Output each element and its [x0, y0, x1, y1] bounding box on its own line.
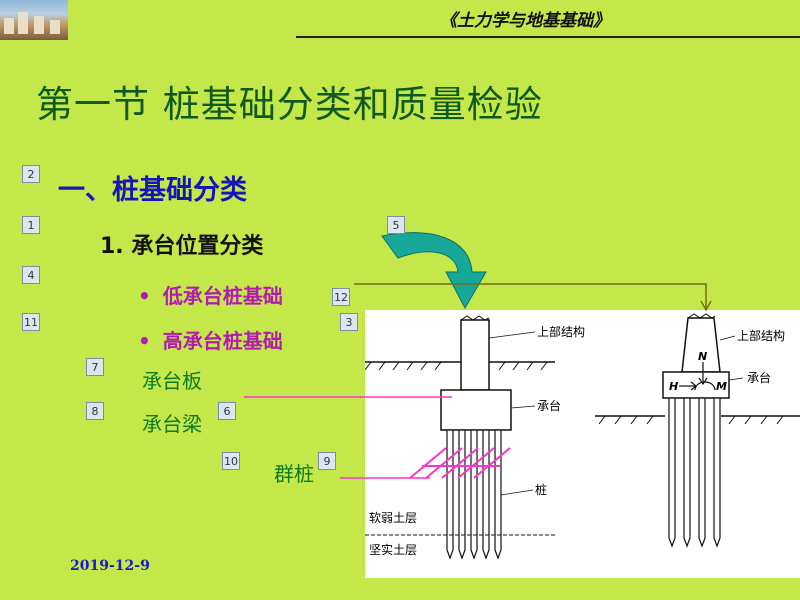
term-cap-beam: 承台梁: [142, 412, 202, 436]
animation-marker[interactable]: 6: [218, 402, 236, 420]
animation-marker[interactable]: 10: [222, 452, 240, 470]
ground-hatch-right: [598, 415, 784, 425]
label-pile: 桩: [535, 482, 547, 497]
header-divider: [296, 36, 800, 38]
animation-marker[interactable]: 12: [332, 288, 350, 306]
animation-marker[interactable]: 8: [86, 402, 104, 420]
label-force-n: N: [698, 350, 707, 363]
connector-arrowhead: [700, 300, 712, 312]
animation-marker[interactable]: 9: [318, 452, 336, 470]
label-soft-layer: 软弱土层: [369, 511, 417, 525]
label-hard-layer: 坚实土层: [369, 542, 417, 557]
bullet-text: 低承台桩基础: [162, 284, 283, 308]
pile-foundation-figure: 上部结构 承台 桩 软弱土层 坚实土层 上部结构 承台 N H M: [364, 310, 800, 578]
column-left: [460, 319, 490, 391]
label-force-h: H: [669, 380, 678, 393]
moment-m-arrow: [694, 381, 716, 391]
slide-date: 2019-12-9: [70, 558, 150, 574]
bullet-dot: •: [138, 329, 151, 353]
leader-cap-right: [728, 377, 744, 381]
label-superstructure: 上部结构: [537, 324, 585, 339]
column-break-right: [687, 313, 716, 319]
term-pile-group: 群桩: [274, 462, 314, 486]
animation-marker[interactable]: 2: [22, 165, 40, 183]
pile-group-hatch: [409, 447, 511, 479]
section-heading: 一、桩基础分类: [58, 175, 247, 206]
animation-marker[interactable]: 11: [22, 313, 40, 331]
piles-right: [668, 397, 721, 548]
term-cap-plate: 承台板: [142, 369, 202, 393]
pile-diagram: 上部结构 承台 桩 软弱土层 坚实土层 上部结构 承台 N H M: [364, 313, 800, 560]
animation-marker[interactable]: 4: [22, 266, 40, 284]
slide-title: 第一节 桩基础分类和质量检验: [36, 83, 543, 126]
animation-marker[interactable]: 7: [86, 358, 104, 376]
label-moment-m: M: [716, 380, 727, 393]
bullet-dot: •: [138, 284, 151, 308]
subsection-heading: 1. 承台位置分类: [100, 234, 264, 259]
campus-photo: [0, 0, 68, 40]
bullet-low-cap: • 低承台桩基础: [138, 280, 283, 309]
animation-marker[interactable]: 1: [22, 216, 40, 234]
label-cap: 承台: [537, 398, 561, 413]
label-superstructure-right: 上部结构: [737, 328, 785, 343]
connector-line: [354, 283, 707, 308]
animation-marker[interactable]: 3: [340, 313, 358, 331]
column-break-left: [460, 315, 490, 321]
leader-superstructure: [488, 331, 536, 339]
curved-arrow-icon: [381, 232, 487, 310]
leader-pile: [500, 489, 534, 496]
ground-hatch-left: [364, 361, 548, 371]
pile-cap-right: [662, 371, 730, 399]
animation-marker[interactable]: 5: [387, 216, 405, 234]
course-title: 《土力学与地基基础》: [440, 11, 610, 31]
bullet-text: 高承台桩基础: [162, 329, 283, 353]
bullet-high-cap: • 高承台桩基础: [138, 325, 283, 354]
leader-superstructure-right: [719, 335, 736, 341]
leader-cap: [510, 405, 536, 409]
label-cap-right: 承台: [747, 370, 771, 385]
force-n-arrowhead: [698, 377, 708, 386]
